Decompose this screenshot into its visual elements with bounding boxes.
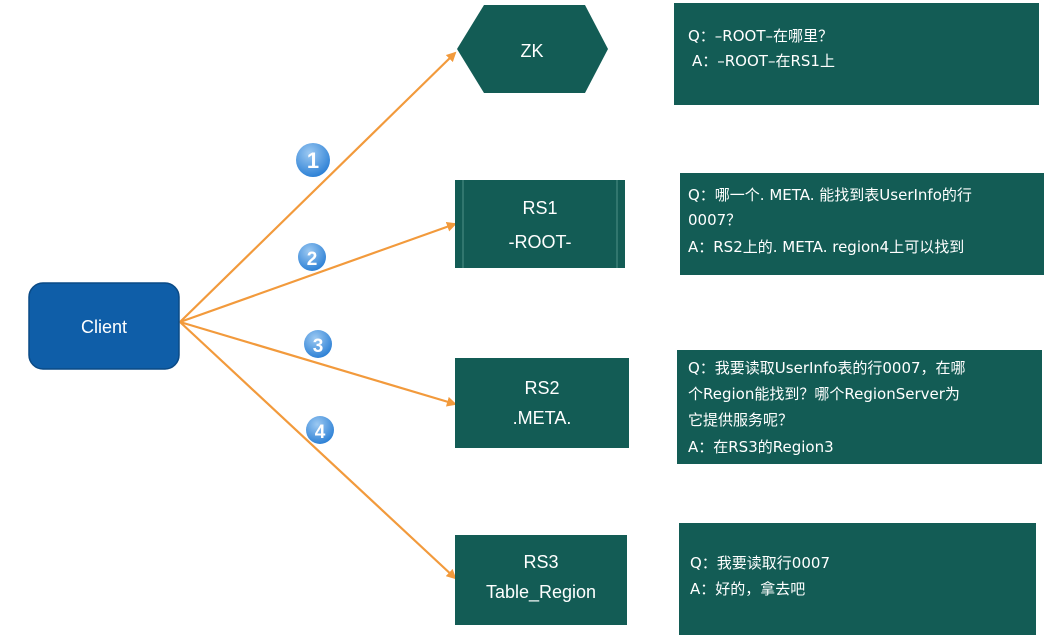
svg-text:RS2: RS2 (524, 378, 559, 398)
svg-text:A：在RS3的Region3: A：在RS3的Region3 (688, 438, 834, 456)
svg-text:ZK: ZK (520, 41, 543, 61)
svg-text:Table_Region: Table_Region (486, 582, 596, 603)
svg-text:4: 4 (315, 422, 326, 443)
rs1-node: RS1 -ROOT- (455, 180, 625, 268)
zk-node: ZK (457, 5, 608, 93)
step-badge-1: 1 (296, 143, 330, 177)
svg-text:A：–ROOT–在RS1上: A：–ROOT–在RS1上 (692, 52, 835, 70)
arrow-to-rs3 (179, 321, 457, 580)
svg-text:A：好的，拿去吧: A：好的，拿去吧 (690, 580, 805, 598)
svg-text:A：RS2上的. META. region4上可以找到: A：RS2上的. META. region4上可以找到 (688, 238, 964, 256)
svg-text:个Region能找到？哪个RegionServer为: 个Region能找到？哪个RegionServer为 (688, 385, 960, 403)
svg-text:它提供服务呢？: 它提供服务呢？ (688, 411, 793, 429)
step-badge-2: 2 (298, 243, 326, 271)
svg-text:3: 3 (313, 336, 324, 357)
svg-text:1: 1 (307, 148, 319, 173)
qa-box-rs3: Q：我要读取行0007 A：好的，拿去吧 (679, 523, 1036, 635)
svg-text:Q：我要读取UserInfo表的行0007，在哪: Q：我要读取UserInfo表的行0007，在哪 (688, 359, 966, 377)
arrow-to-rs2 (179, 320, 457, 407)
svg-text:-ROOT-: -ROOT- (509, 232, 572, 252)
svg-text:Q：–ROOT–在哪里？: Q：–ROOT–在哪里？ (688, 27, 833, 45)
svg-text:2: 2 (307, 249, 318, 270)
svg-text:0007？: 0007？ (688, 211, 741, 229)
arrows (179, 51, 457, 580)
qa-box-rs2: Q：我要读取UserInfo表的行0007，在哪 个Region能找到？哪个Re… (677, 350, 1042, 464)
client-node: Client (28, 282, 180, 370)
step-badge-4: 4 (306, 416, 334, 444)
svg-text:Q：哪一个. META. 能找到表UserInfo的行: Q：哪一个. META. 能找到表UserInfo的行 (688, 186, 972, 204)
svg-text:RS1: RS1 (522, 198, 557, 218)
rs2-node: RS2 .META. (455, 358, 629, 448)
svg-text:RS3: RS3 (523, 552, 558, 572)
rs3-node: RS3 Table_Region (455, 535, 627, 625)
svg-text:Q：我要读取行0007: Q：我要读取行0007 (690, 554, 830, 572)
svg-text:Client: Client (81, 317, 127, 337)
qa-box-rs1: Q：哪一个. META. 能找到表UserInfo的行 0007？ A：RS2上… (680, 173, 1044, 275)
qa-box-zk: Q：–ROOT–在哪里？ A：–ROOT–在RS1上 (674, 3, 1039, 105)
step-badge-3: 3 (304, 330, 332, 358)
svg-text:.META.: .META. (513, 408, 572, 428)
arrow-to-zk (179, 51, 457, 323)
arrow-to-rs1 (179, 221, 457, 324)
